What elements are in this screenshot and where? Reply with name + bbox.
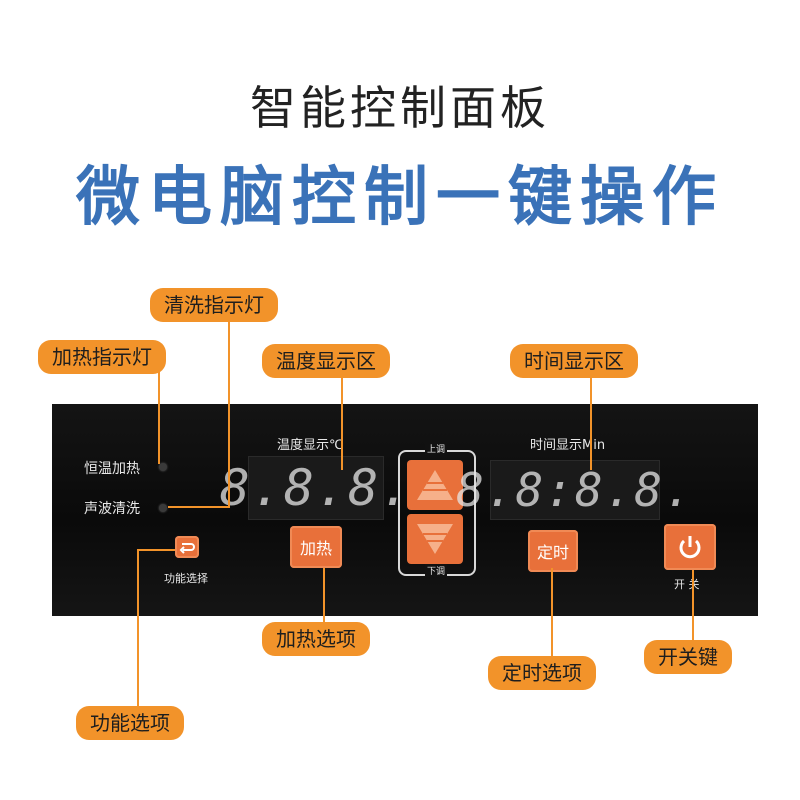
arrow-down-icon — [417, 524, 453, 554]
time-digits: 8.8:8.8. — [456, 463, 694, 517]
down-label: 下调 — [425, 564, 448, 577]
callout-timer-option: 定时选项 — [488, 656, 596, 690]
callout-power-key: 开关键 — [644, 640, 732, 674]
leader-time — [590, 372, 592, 470]
power-icon — [679, 536, 701, 559]
control-panel: 恒温加热 声波清洗 功能选择 温度显示℃ 8.8.8. 加热 上调 下调 时间显… — [52, 404, 758, 616]
leader-heat — [158, 372, 160, 464]
down-button[interactable] — [407, 514, 463, 564]
page-title: 智能控制面板 — [250, 81, 550, 135]
function-select-label: 功能选择 — [164, 572, 208, 585]
callout-wash-indicator: 清洗指示灯 — [150, 288, 278, 322]
power-label: 开 关 — [674, 578, 700, 591]
callout-heat-indicator: 加热指示灯 — [38, 340, 166, 374]
cycle-icon — [179, 543, 195, 554]
leader-timer-option — [551, 568, 553, 658]
function-select-button[interactable] — [175, 536, 199, 558]
timer-button[interactable]: 定时 — [528, 530, 578, 572]
page-subtitle: 微电脑控制一键操作 — [76, 161, 724, 235]
time-display-label: 时间显示Min — [530, 438, 606, 453]
callout-temp-display: 温度显示区 — [262, 344, 390, 378]
heat-indicator-led — [159, 463, 167, 471]
leader-wash-v — [228, 316, 230, 508]
heat-button[interactable]: 加热 — [290, 526, 342, 568]
leader-heat-option — [323, 568, 325, 624]
heat-indicator-label: 恒温加热 — [84, 461, 140, 477]
leader-func-v — [137, 549, 139, 707]
up-label: 上调 — [425, 442, 448, 455]
callout-function-option: 功能选项 — [76, 706, 184, 740]
temp-digits: 8.8.8. — [219, 459, 413, 517]
leader-temp — [341, 372, 343, 470]
wash-indicator-label: 声波清洗 — [84, 501, 140, 517]
leader-func-h — [137, 549, 175, 551]
temp-display-label: 温度显示℃ — [277, 438, 344, 453]
time-display: 8.8:8.8. — [456, 460, 692, 520]
wash-indicator-led — [159, 504, 167, 512]
leader-power — [692, 570, 694, 640]
power-button[interactable] — [664, 524, 716, 570]
callout-heat-option: 加热选项 — [262, 622, 370, 656]
leader-wash-h — [168, 506, 230, 508]
callout-time-display: 时间显示区 — [510, 344, 638, 378]
up-button[interactable] — [407, 460, 463, 510]
arrow-up-icon — [417, 470, 453, 500]
temp-display: 8.8.8. — [220, 456, 410, 520]
